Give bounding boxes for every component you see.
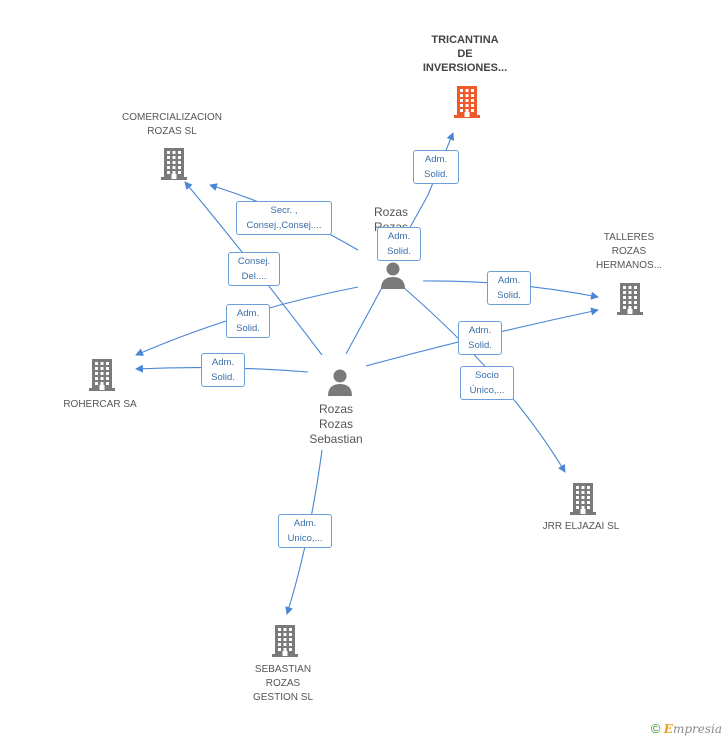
edge-label-line: Socio	[475, 370, 499, 381]
edge-label-line: Solid.	[236, 323, 260, 334]
company-label-line: ROZAS SL	[147, 126, 197, 137]
edge-label-line: Solid.	[424, 169, 448, 180]
company-label-line: HERMANOS...	[595, 260, 663, 271]
company-label-rohercar[interactable]: ROHERCAR SA	[40, 398, 160, 412]
edge-top-to-seb	[345, 281, 386, 355]
company-label-line: GESTION SL	[252, 692, 313, 703]
edge-label-line: Adm.	[211, 357, 235, 368]
edge-label-line: Adm.	[468, 325, 492, 336]
company-label-line: ROHERCAR SA	[63, 399, 137, 410]
person-label-line: Rozas	[318, 402, 353, 416]
edge-label-adm-solid-talleres-seb[interactable]: Adm. Solid.	[458, 321, 502, 355]
edge-label-line: Adm.	[497, 275, 521, 286]
person-label-line: Rozas	[318, 417, 353, 431]
company-label-line: JRR ELJAZAI SL	[542, 521, 620, 532]
building-icon-comercializacion[interactable]	[158, 146, 190, 180]
company-label-line: SEBASTIAN	[254, 664, 312, 675]
company-label-sebastian-gestion[interactable]: SEBASTIAN ROZAS GESTION SL	[223, 663, 343, 705]
copyright-symbol: ©	[650, 721, 661, 736]
person-icon-rozas-top[interactable]	[379, 260, 407, 290]
building-icon-talleres[interactable]	[614, 281, 646, 315]
company-label-line: ROZAS	[611, 246, 647, 257]
edge-label-line: Solid.	[468, 340, 492, 351]
company-label-line: DE	[457, 48, 473, 60]
edge-label-adm-solid-rohercar-seb[interactable]: Adm. Solid.	[201, 353, 245, 387]
edge-label-adm-unico[interactable]: Adm. Unico,...	[278, 514, 332, 548]
edge-label-line: Consej.,Consej....	[246, 220, 322, 231]
building-icon-jrr[interactable]	[567, 481, 599, 515]
edge-label-line: Consej.	[237, 256, 271, 267]
company-label-line: TALLERES	[603, 232, 655, 243]
edge-label-line: Solid.	[211, 372, 235, 383]
edge-label-line: Unico,...	[287, 533, 323, 544]
company-label-line: INVERSIONES...	[422, 62, 508, 74]
edge-label-line: Adm.	[293, 518, 317, 529]
edge-label-adm-solid-tricantina[interactable]: Adm. Solid.	[413, 150, 459, 184]
company-label-line: ROZAS	[265, 678, 301, 689]
company-label-talleres[interactable]: TALLERES ROZAS HERMANOS...	[569, 231, 689, 273]
edge-label-secr-consej[interactable]: Secr. , Consej.,Consej....	[236, 201, 332, 235]
person-label-rozas-sebastian[interactable]: Rozas Rozas Sebastian	[291, 402, 381, 447]
person-icon-rozas-sebastian[interactable]	[326, 367, 354, 397]
person-label-line: Sebastian	[309, 432, 363, 446]
edge-label-adm-solid-top[interactable]: Adm. Solid.	[377, 227, 421, 261]
edge-label-line: Único,...	[469, 385, 505, 396]
company-label-comercializacion[interactable]: COMERCIALIZACION ROZAS SL	[112, 111, 232, 139]
edge-label-line: Adm.	[424, 154, 448, 165]
edge-label-adm-solid-talleres-top[interactable]: Adm. Solid.	[487, 271, 531, 305]
building-icon-tricantina[interactable]	[451, 84, 483, 118]
empresia-logo-initial: E	[663, 722, 673, 736]
edge-label-line: Secr. ,	[270, 205, 298, 216]
company-label-line: COMERCIALIZACION	[121, 112, 222, 123]
building-icon-sebastian-gestion[interactable]	[269, 623, 301, 657]
company-label-jrr[interactable]: JRR ELJAZAI SL	[521, 520, 641, 534]
edge-label-line: Solid.	[387, 246, 411, 257]
edge-label-line: Solid.	[497, 290, 521, 301]
edge-label-line: Del....	[241, 271, 267, 282]
edge-label-line: Adm.	[387, 231, 411, 242]
person-label-line: Rozas	[373, 205, 408, 219]
building-icon-rohercar[interactable]	[86, 357, 118, 391]
company-label-tricantina[interactable]: TRICANTINA DE INVERSIONES...	[405, 33, 525, 75]
empresia-footer[interactable]: © Empresia	[651, 721, 722, 736]
edge-label-adm-solid-rohercar-top[interactable]: Adm. Solid.	[226, 304, 270, 338]
edge-label-line: Adm.	[236, 308, 260, 319]
company-label-line: TRICANTINA	[431, 34, 499, 46]
edge-label-consej-del[interactable]: Consej. Del....	[228, 252, 280, 286]
empresia-logo-text: mpresia	[672, 722, 722, 736]
